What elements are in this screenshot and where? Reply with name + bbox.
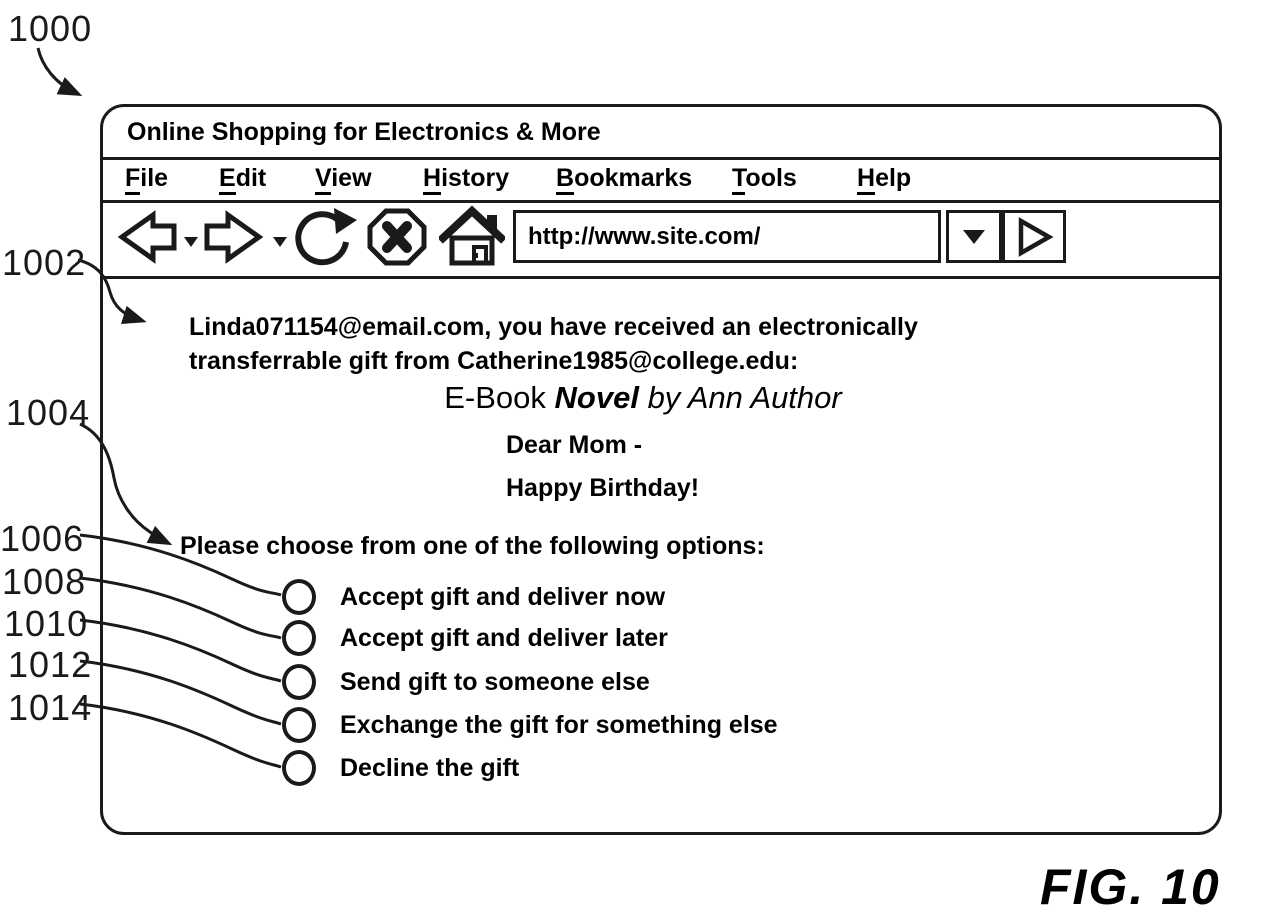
- browser-window: Online Shopping for Electronics & More F…: [100, 104, 1222, 835]
- forward-icon: [204, 210, 264, 264]
- gift-notification-line2: transferrable gift from Catherine1985@co…: [189, 347, 799, 375]
- stop-icon: [367, 208, 427, 266]
- menu-item-view[interactable]: View: [315, 164, 372, 195]
- caret-down-icon: [184, 237, 198, 247]
- ref-label-1010: 1010: [4, 603, 89, 644]
- gift-note-line2: Happy Birthday!: [506, 474, 700, 502]
- url-input[interactable]: [516, 213, 950, 260]
- window-title-bar: Online Shopping for Electronics & More: [103, 107, 1219, 160]
- refresh-icon: [295, 208, 357, 266]
- figure-caption: FIG. 10: [1040, 859, 1221, 915]
- menu-item-edit[interactable]: Edit: [219, 164, 266, 195]
- option-row-exchange: Exchange the gift for something else: [282, 706, 778, 744]
- product-name: Novel: [554, 380, 639, 415]
- option-row-send-else: Send gift to someone else: [282, 663, 650, 701]
- go-icon: [1018, 216, 1054, 257]
- gift-notification-line1: Linda071154@email.com, you have received…: [189, 313, 918, 341]
- ref-label-1004: 1004: [6, 392, 91, 433]
- gift-notification-text: Linda071154@email.com, you have received…: [189, 310, 918, 378]
- forward-dropdown-button[interactable]: [272, 235, 288, 253]
- menu-item-tools[interactable]: Tools: [732, 164, 797, 195]
- radio-decline-gift[interactable]: [282, 750, 316, 786]
- option-row-accept-now: Accept gift and deliver now: [282, 578, 665, 616]
- gift-note-line1: Dear Mom -: [506, 431, 643, 459]
- option-row-decline: Decline the gift: [282, 749, 519, 787]
- address-bar: [513, 210, 950, 263]
- forward-button[interactable]: [202, 207, 268, 267]
- refresh-button[interactable]: [290, 206, 358, 270]
- menu-item-help[interactable]: Help: [857, 164, 911, 195]
- ref-label-1012: 1012: [8, 644, 93, 685]
- menu-item-bookmarks[interactable]: Bookmarks: [556, 164, 692, 195]
- option-label: Send gift to someone else: [340, 667, 650, 696]
- leader-1000: [36, 47, 83, 97]
- back-dropdown-button[interactable]: [183, 235, 199, 253]
- option-label: Accept gift and deliver later: [340, 623, 668, 652]
- option-label: Decline the gift: [340, 753, 520, 782]
- ref-label-1000: 1000: [8, 8, 93, 49]
- menu-item-history[interactable]: History: [423, 164, 509, 195]
- ref-label-1002: 1002: [2, 242, 87, 283]
- home-button[interactable]: [439, 205, 505, 269]
- home-icon: [439, 205, 505, 266]
- stop-button[interactable]: [366, 207, 428, 267]
- options-prompt: Please choose from one of the following …: [180, 532, 765, 560]
- ref-label-1014: 1014: [8, 687, 93, 728]
- radio-accept-deliver-later[interactable]: [282, 620, 316, 656]
- ref-label-1008: 1008: [2, 561, 87, 602]
- option-row-accept-later: Accept gift and deliver later: [282, 619, 668, 657]
- url-dropdown-button[interactable]: [946, 210, 1002, 263]
- product-title: E-Book Novel by Ann Author: [85, 380, 1201, 416]
- radio-exchange-gift[interactable]: [282, 707, 316, 743]
- radio-accept-deliver-now[interactable]: [282, 579, 316, 615]
- back-button[interactable]: [113, 207, 179, 267]
- menu-item-file[interactable]: File: [125, 164, 168, 195]
- option-label: Exchange the gift for something else: [340, 710, 778, 739]
- product-author: by Ann Author: [638, 380, 842, 415]
- ref-label-1006: 1006: [0, 518, 85, 559]
- menu-bar: File Edit View History Bookmarks Tools H…: [103, 160, 1219, 203]
- window-title: Online Shopping for Electronics & More: [127, 117, 601, 146]
- toolbar: [103, 203, 1219, 279]
- caret-down-icon: [273, 237, 287, 247]
- go-button[interactable]: [1002, 210, 1066, 263]
- caret-down-icon: [963, 229, 985, 244]
- back-icon: [117, 210, 177, 264]
- radio-send-someone-else[interactable]: [282, 664, 316, 700]
- page-content: Linda071154@email.com, you have received…: [103, 279, 1219, 832]
- option-label: Accept gift and deliver now: [340, 582, 666, 611]
- product-type: E-Book: [444, 380, 555, 415]
